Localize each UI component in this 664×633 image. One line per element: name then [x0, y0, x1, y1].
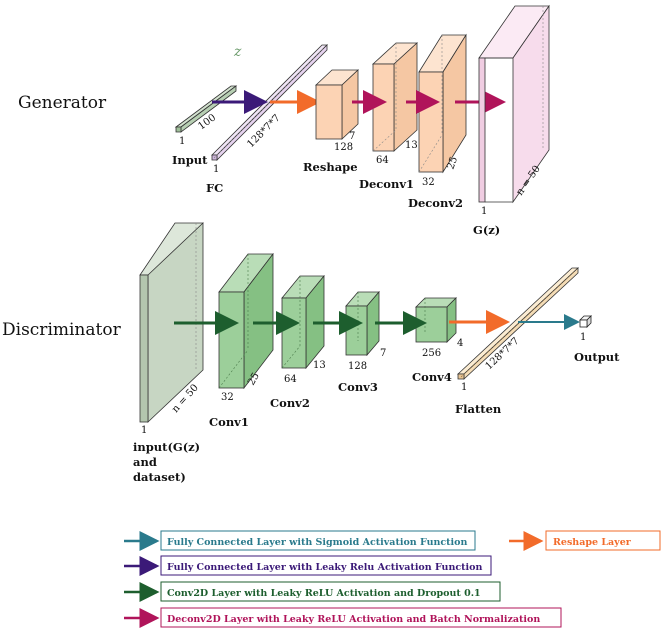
deconv2-layer: [418, 33, 467, 174]
generator-title: Generator: [18, 93, 107, 113]
reshape-label: Reshape: [303, 160, 358, 174]
legend-text-conv2d: Conv2D Layer with Leaky ReLU Activation …: [167, 588, 481, 599]
generator-output-label: G(z): [473, 223, 500, 237]
deconv2-size-label: 25: [445, 155, 460, 171]
legend-item-reshape: Reshape Layer: [509, 530, 661, 551]
legend-item-conv2d: Conv2D Layer with Leaky ReLU Activation …: [124, 581, 501, 602]
legend-text-deconv2d: Deconv2D Layer with Leaky ReLU Activatio…: [167, 614, 540, 625]
conv4-depth-label: 256: [422, 348, 441, 359]
deconv1-size-label: 13: [405, 140, 418, 151]
deconv1-label: Deconv1: [359, 177, 414, 191]
conv3-depth-label: 128: [348, 361, 367, 372]
discriminator-output-layer: [579, 315, 592, 328]
legend-item-deconv2d: Deconv2D Layer with Leaky ReLU Activatio…: [124, 607, 562, 628]
generator-input-layer: [174, 85, 238, 133]
conv3-label: Conv3: [338, 380, 378, 394]
deconv2-depth-label: 32: [422, 177, 435, 188]
discriminator-input-depth-label: 1: [141, 425, 147, 436]
generator-output-layer: [478, 4, 550, 204]
deconv1-layer: [371, 42, 419, 152]
conv3-size-label: 7: [380, 348, 386, 359]
generator-fc-label: FC: [206, 181, 223, 195]
conv1-label: Conv1: [209, 415, 249, 429]
generator-input-label: Input: [172, 153, 208, 167]
legend-text-reshape: Reshape Layer: [553, 537, 632, 548]
conv2-depth-label: 64: [284, 374, 297, 385]
discriminator-title: Discriminator: [2, 320, 122, 340]
conv4-layer: [415, 297, 457, 343]
generator-input-width-label: 1: [179, 136, 185, 147]
conv4-size-label: 4: [457, 338, 463, 349]
legend: Fully Connected Layer with Sigmoid Activ…: [124, 530, 661, 628]
generator-output-depth-label: 1: [481, 206, 487, 217]
reshape-size-label: 7: [349, 131, 355, 142]
legend-item-sigmoid: Fully Connected Layer with Sigmoid Activ…: [124, 530, 476, 551]
deconv2-label: Deconv2: [408, 196, 463, 210]
flatten-label: Flatten: [455, 402, 502, 416]
discriminator-output-label: Output: [574, 350, 620, 364]
z-label: z: [233, 44, 242, 60]
conv2-size-label: 13: [313, 360, 326, 371]
reshape-depth-label: 128: [334, 142, 353, 153]
legend-text-sigmoid: Fully Connected Layer with Sigmoid Activ…: [167, 537, 467, 548]
deconv1-depth-label: 64: [376, 155, 389, 166]
discriminator-input-label-line3: dataset): [133, 470, 186, 484]
discriminator-input-label-line2: and: [133, 455, 157, 469]
conv1-depth-label: 32: [221, 392, 234, 403]
conv2-label: Conv2: [270, 396, 310, 410]
conv4-label: Conv4: [412, 370, 452, 384]
generator-fc-width-label: 1: [213, 164, 219, 175]
discriminator-output-size-label: 1: [580, 332, 586, 343]
discriminator-input-label-line1: input(G(z): [133, 440, 200, 454]
legend-text-leaky-relu-fc: Fully Connected Layer with Leaky Relu Ac…: [167, 562, 482, 573]
reshape-layer: [314, 69, 360, 140]
conv1-layer: [218, 252, 274, 390]
flatten-width-label: 1: [461, 382, 467, 393]
legend-item-leaky-relu-fc: Fully Connected Layer with Leaky Relu Ac…: [124, 555, 492, 576]
